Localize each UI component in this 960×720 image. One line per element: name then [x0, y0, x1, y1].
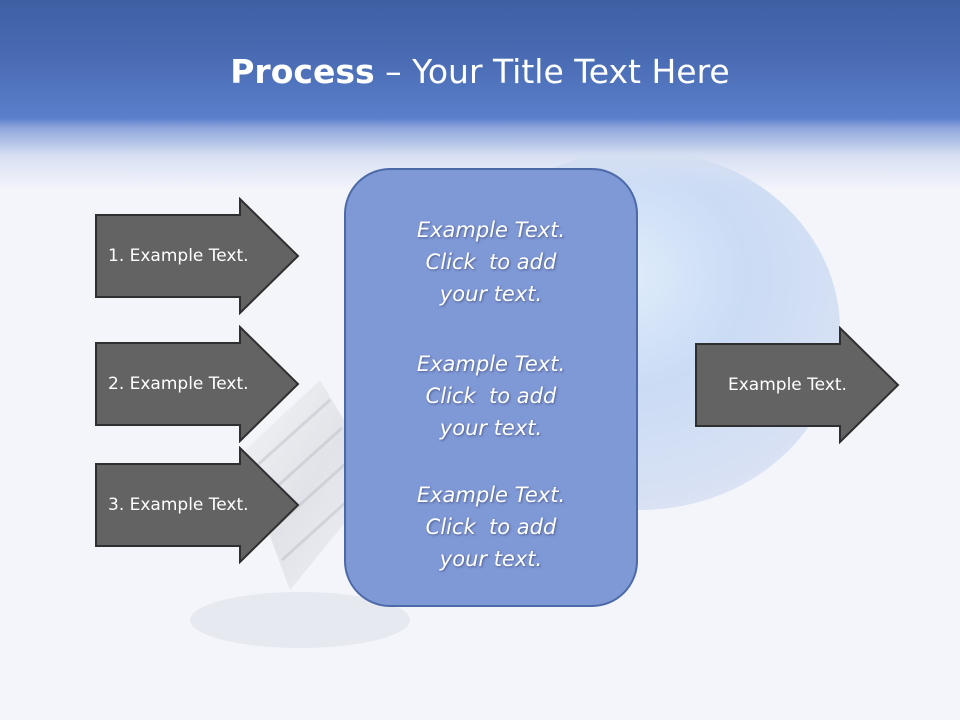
title-bold-part: Process: [230, 52, 375, 91]
block-line: Click to add: [425, 515, 557, 539]
left-arrow-3[interactable]: 3. Example Text.: [94, 446, 300, 564]
slide-title[interactable]: Process – Your Title Text Here: [0, 52, 960, 91]
block-line: Click to add: [425, 250, 557, 274]
block-line: your text.: [439, 547, 543, 571]
arrow-right-shape: [95, 325, 300, 443]
title-band: [0, 0, 960, 190]
arrow-right-shape: [95, 446, 300, 564]
left-arrow-2[interactable]: 2. Example Text.: [94, 325, 300, 443]
block-line: Example Text.: [416, 218, 566, 242]
right-arrow-label: Example Text.: [728, 375, 847, 395]
left-arrow-2-label: 2. Example Text.: [108, 374, 249, 394]
right-arrow[interactable]: Example Text.: [694, 326, 900, 444]
left-arrow-1[interactable]: 1. Example Text.: [94, 197, 300, 315]
center-text-box[interactable]: Example Text. Click to add your text. Ex…: [344, 168, 638, 607]
block-line: Example Text.: [416, 483, 566, 507]
block-line: Click to add: [425, 384, 557, 408]
arrow-right-shape: [95, 197, 300, 315]
center-text-block-1: Example Text. Click to add your text.: [346, 214, 636, 310]
center-text-block-3: Example Text. Click to add your text.: [346, 479, 636, 575]
left-arrow-1-label: 1. Example Text.: [108, 246, 249, 266]
block-line: your text.: [439, 416, 543, 440]
center-text-block-2: Example Text. Click to add your text.: [346, 348, 636, 444]
left-arrow-3-label: 3. Example Text.: [108, 495, 249, 515]
block-line: your text.: [439, 282, 543, 306]
block-line: Example Text.: [416, 352, 566, 376]
arrow-right-shape: [695, 326, 900, 444]
title-rest: – Your Title Text Here: [374, 52, 730, 91]
